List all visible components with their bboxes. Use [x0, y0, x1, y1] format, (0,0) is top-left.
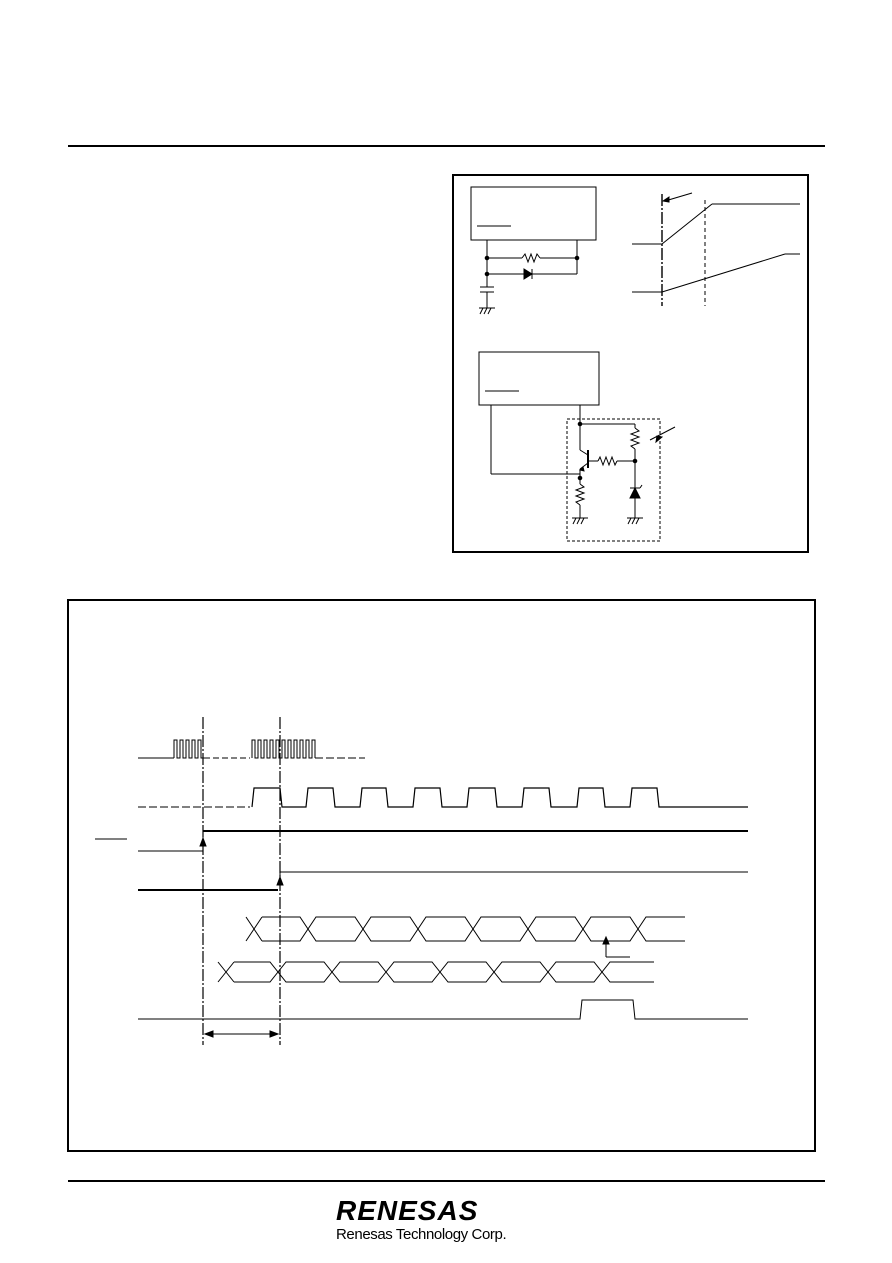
clock-input-waveform [138, 739, 365, 759]
reset-waveform-line [95, 830, 748, 852]
reset-waveform [632, 192, 800, 306]
logo-company-name: Renesas Technology Corp. [336, 1226, 507, 1243]
address-bus-waveform [245, 916, 685, 958]
strobe-waveform [138, 999, 748, 1020]
zener-symbol [629, 486, 641, 499]
panel-frame [452, 174, 809, 553]
reset-ic-circuit [478, 351, 676, 542]
timing-frame [67, 599, 816, 1152]
resistor-symbol [521, 252, 541, 264]
internal-clock-waveform [138, 787, 748, 808]
reset-circuit-panel [452, 174, 809, 553]
footer-rule [68, 1180, 825, 1182]
timing-diagram-panel [67, 599, 816, 1152]
reset-interval-arrow [203, 1030, 280, 1038]
rc-reset-circuit [470, 186, 597, 315]
mcu-block-1 [470, 186, 597, 241]
mcu-block-2 [478, 351, 600, 406]
diode-symbol [523, 268, 533, 280]
reset-ic-outline [566, 418, 661, 542]
logo-wordmark: RENESAS [336, 1195, 479, 1226]
internal-reset-waveform [138, 871, 748, 891]
renesas-logo: RENESAS Renesas Technology Corp. [336, 1196, 536, 1244]
header-rule [68, 145, 825, 147]
data-bus-waveform [217, 961, 654, 983]
